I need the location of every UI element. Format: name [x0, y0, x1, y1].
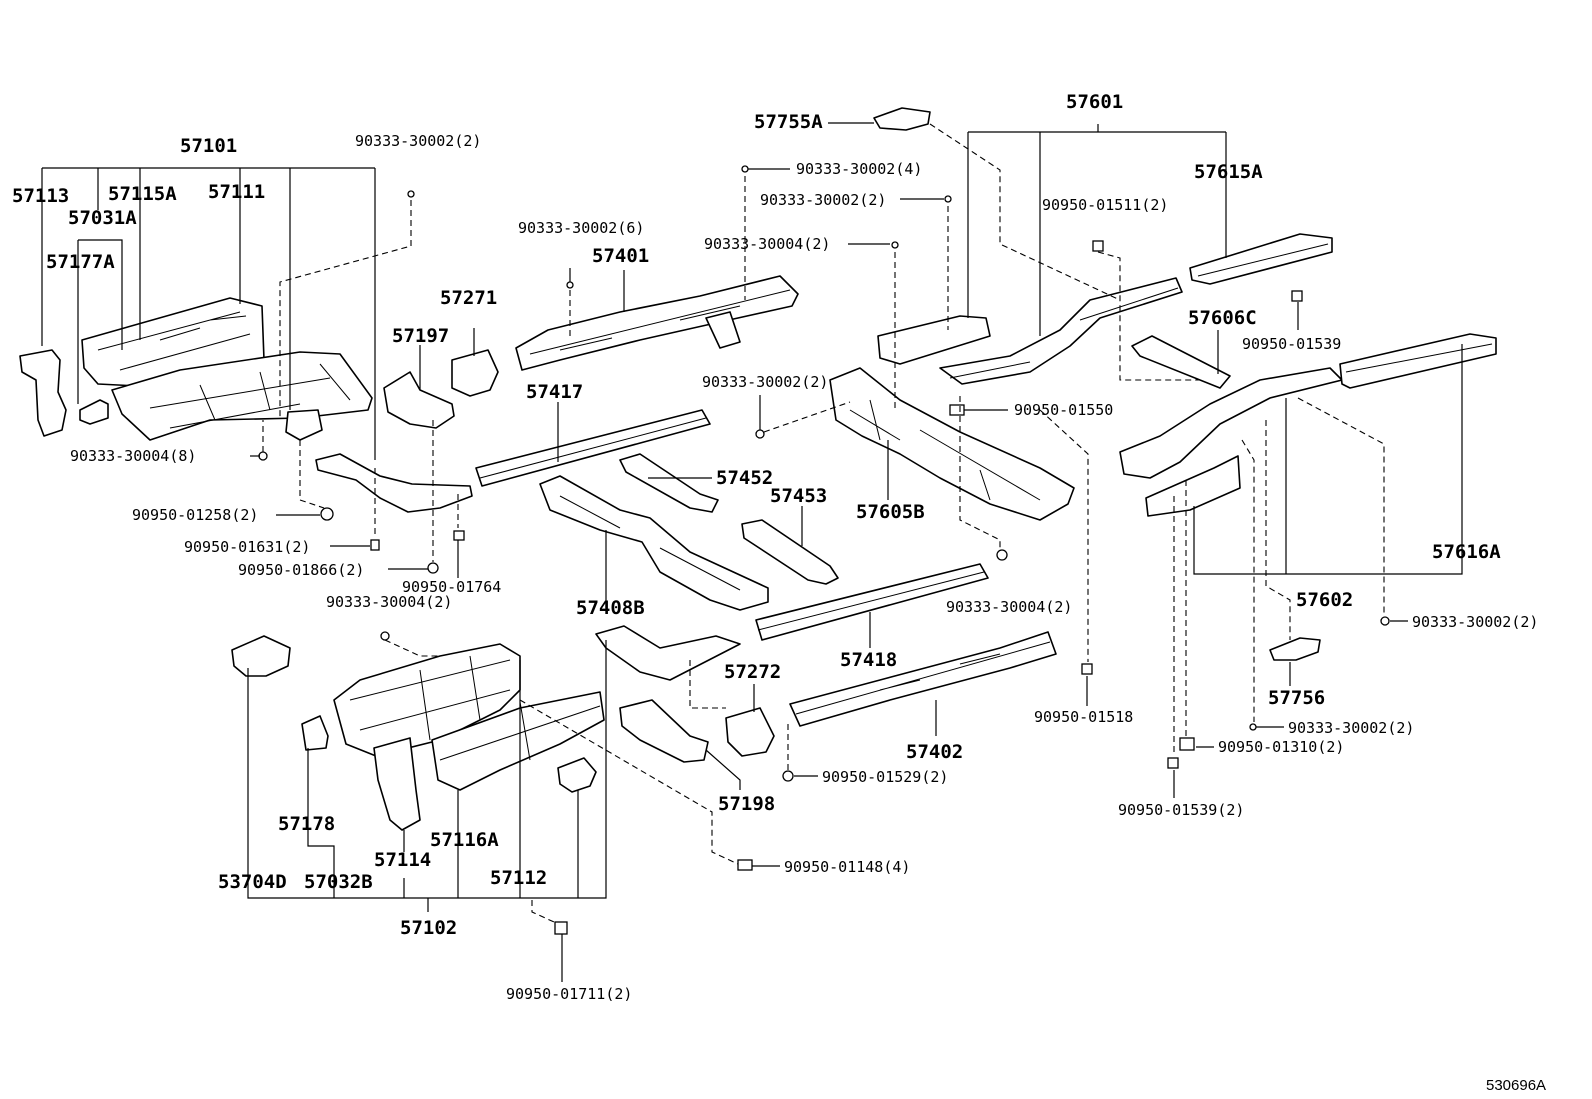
label-90333-30002-6: 90333-30002(6): [518, 219, 644, 237]
part-57755A: [873, 107, 931, 131]
label-90950-01148-4: 90950-01148(4): [784, 858, 910, 876]
part-57114: [373, 737, 421, 831]
label-57114: 57114: [374, 849, 431, 871]
label-57177A: 57177A: [46, 251, 115, 273]
label-90950-01529-2: 90950-01529(2): [822, 768, 948, 786]
part-57271: [451, 349, 499, 397]
part-57453: [741, 519, 839, 585]
part-57198: [619, 699, 709, 763]
label-90333-30002-2d: 90333-30002(2): [1412, 613, 1538, 631]
label-90333-30002-2c: 90333-30002(2): [702, 373, 828, 391]
figure-reference-code: 530696A: [1486, 1077, 1546, 1094]
fasteners: [258, 165, 1390, 935]
label-57272: 57272: [724, 661, 781, 683]
part-57116A: [431, 691, 605, 791]
part-57402: [789, 631, 1057, 727]
label-57102: 57102: [400, 917, 457, 939]
label-57112: 57112: [490, 867, 547, 889]
label-57115A: 57115A: [108, 183, 177, 205]
label-90950-01518: 90950-01518: [1034, 708, 1133, 726]
label-57032B: 57032B: [304, 871, 373, 893]
part-57113: [19, 349, 67, 437]
leader-lines: [41, 122, 1463, 982]
label-57101: 57101: [180, 135, 237, 157]
part-57615A: [1189, 233, 1333, 285]
label-57417: 57417: [526, 381, 583, 403]
label-90950-01539: 90950-01539: [1242, 335, 1341, 353]
label-57601: 57601: [1066, 91, 1123, 113]
part-57115A: [285, 409, 323, 441]
part-57601: [939, 277, 1183, 385]
label-57113: 57113: [12, 185, 69, 207]
label-90950-01511-2: 90950-01511(2): [1042, 196, 1168, 214]
part-57177A: [79, 399, 109, 425]
label-90333-30002-2a: 90333-30002(2): [355, 132, 481, 150]
part-57272: [725, 707, 775, 757]
label-90333-30004-2a: 90333-30004(2): [704, 235, 830, 253]
dashed-guides: [262, 123, 1385, 923]
label-57198: 57198: [718, 793, 775, 815]
part-57197: [383, 371, 455, 429]
part-57605B: [829, 367, 1075, 521]
label-57116A: 57116A: [430, 829, 499, 851]
label-57031A: 57031A: [68, 207, 137, 229]
part-57452: [619, 453, 719, 513]
label-53704D: 53704D: [218, 871, 287, 893]
part-shapes: [19, 107, 1497, 831]
label-57178: 57178: [278, 813, 335, 835]
label-90950-01550: 90950-01550: [1014, 401, 1113, 419]
label-57197: 57197: [392, 325, 449, 347]
label-57756: 57756: [1268, 687, 1325, 709]
label-90950-01310-2: 90950-01310(2): [1218, 738, 1344, 756]
part-57408B: [539, 475, 769, 611]
label-90333-30004-2c: 90333-30004(2): [326, 593, 452, 611]
label-57111: 57111: [208, 181, 265, 203]
label-57602: 57602: [1296, 589, 1353, 611]
labels: 57101 57113 57115A 57111 57031A 57177A 9…: [12, 91, 1546, 1094]
part-lower-bracket: [315, 453, 473, 513]
part-57606C: [1119, 367, 1343, 479]
label-57408B: 57408B: [576, 597, 645, 619]
label-90333-30004-8: 90333-30004(8): [70, 447, 196, 465]
label-90950-01258-2: 90950-01258(2): [132, 506, 258, 524]
part-57418: [755, 563, 989, 641]
label-57452: 57452: [716, 467, 773, 489]
label-57616A: 57616A: [1432, 541, 1501, 563]
part-57112: [557, 757, 597, 793]
label-90333-30002-2b: 90333-30002(2): [760, 191, 886, 209]
label-90950-01711-2: 90950-01711(2): [506, 985, 632, 1003]
label-57606C: 57606C: [1188, 307, 1257, 329]
label-90333-30004-2b: 90333-30004(2): [946, 598, 1072, 616]
label-57418: 57418: [840, 649, 897, 671]
part-mid-member: [595, 625, 741, 681]
label-57605B: 57605B: [856, 501, 925, 523]
label-90950-01764: 90950-01764: [402, 578, 501, 596]
label-90950-01631-2: 90950-01631(2): [184, 538, 310, 556]
part-53704D: [231, 635, 291, 677]
label-57755A: 57755A: [754, 111, 823, 133]
label-90950-01866-2: 90950-01866(2): [238, 561, 364, 579]
part-57111: [111, 351, 373, 441]
part-57616A: [1339, 333, 1497, 389]
label-90333-30002-4: 90333-30002(4): [796, 160, 922, 178]
label-57615A: 57615A: [1194, 161, 1263, 183]
part-57178: [301, 715, 329, 751]
label-57402: 57402: [906, 741, 963, 763]
label-90333-30002-2e: 90333-30002(2): [1288, 719, 1414, 737]
label-57271: 57271: [440, 287, 497, 309]
label-90950-01539-2: 90950-01539(2): [1118, 801, 1244, 819]
part-57756: [1269, 637, 1321, 661]
label-57453: 57453: [770, 485, 827, 507]
label-57401: 57401: [592, 245, 649, 267]
